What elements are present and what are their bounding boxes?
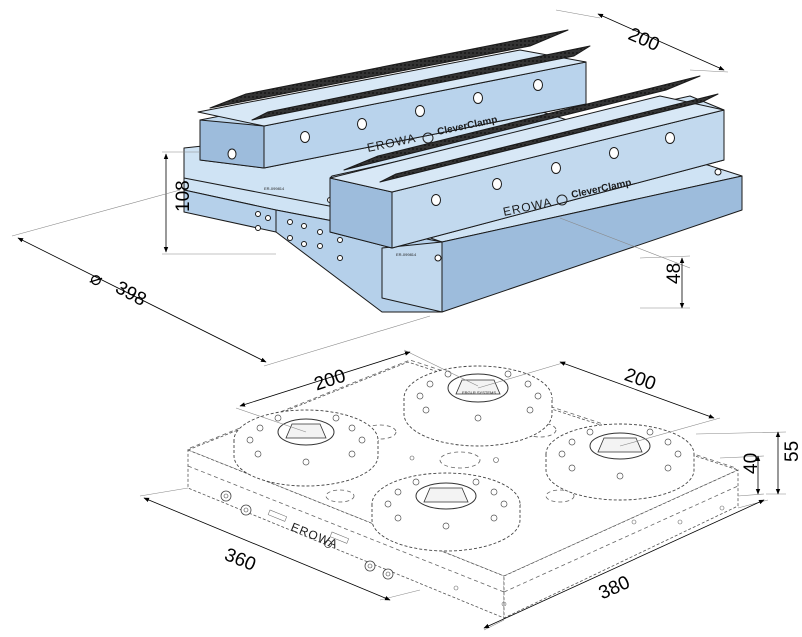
dim-398: 398: [112, 277, 150, 310]
chuck-reference-mark-icon: [455, 379, 501, 395]
coupling-icon: [220, 490, 232, 502]
pallet-assembly: EROWA ERGLR SYSTEMS: [186, 359, 740, 619]
part-code-rear: ER-099814: [264, 186, 285, 191]
coupling-icon: [382, 568, 394, 580]
coupling-icon: [364, 560, 376, 572]
dim-55: 55: [782, 441, 802, 462]
chuck-right: [545, 423, 695, 501]
rear-vise-holes: [227, 79, 543, 160]
part-code-front: ER-099814: [396, 252, 417, 257]
clamp-assembly: ER-099814 ER-099814 EROWA CleverClamp: [183, 29, 743, 313]
dim-40: 40: [741, 453, 762, 474]
base-holes: [255, 168, 722, 262]
chuck-reference-mark-icon: [597, 437, 643, 453]
dim-360: 360: [221, 544, 258, 575]
coupling-icon: [240, 504, 252, 516]
dim-200-right: 200: [622, 364, 659, 395]
vise-front: ER-099814: [329, 75, 725, 257]
dim-200-top: 200: [625, 24, 663, 56]
dim-diameter-symbol: ⌀: [86, 268, 106, 292]
erowa-logo-icon: [556, 194, 568, 206]
front-vise-holes: [431, 132, 675, 206]
chuck-left: [233, 409, 379, 487]
chuck-top: ERGLR SYSTEMS: [403, 365, 553, 447]
chuck-reference-mark-icon: [285, 423, 327, 439]
dim-380: 380: [596, 572, 634, 604]
dim-48: 48: [664, 263, 685, 284]
dim-108: 108: [173, 180, 194, 212]
vise-rear: ER-099814: [197, 29, 591, 191]
chuck-text: ERGLR SYSTEMS: [462, 390, 496, 395]
chuck-reference-mark-icon: [423, 487, 469, 503]
erowa-logo-icon: [422, 132, 434, 144]
chuck-front: [371, 472, 521, 552]
